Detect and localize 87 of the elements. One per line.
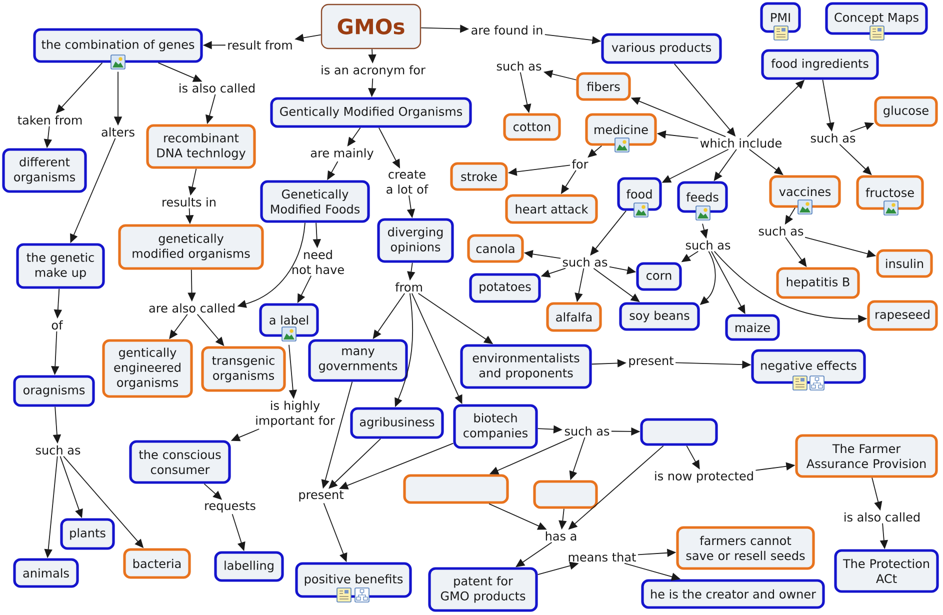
linking-phrase: is now protected	[652, 470, 756, 484]
concept-box: gentically engineered organisms	[102, 339, 193, 398]
concept-box: food ingredients	[761, 49, 879, 80]
concept-box: animals	[13, 558, 79, 588]
linking-phrase: such as	[560, 256, 610, 268]
linking-phrase: taken from	[16, 114, 84, 126]
concept-box: glucose	[874, 96, 938, 127]
concept-box: canola	[467, 234, 524, 263]
concept-box: maize	[725, 314, 780, 341]
arrow	[516, 542, 552, 568]
concept-box: oragnisms	[13, 375, 95, 407]
concept-box: agribusiness	[350, 407, 444, 439]
linking-phrase: is highly important for	[251, 399, 339, 429]
linking-phrase: such as	[494, 60, 544, 72]
concept-box: fructose	[856, 175, 924, 210]
concept-box: transgenic organisms	[201, 346, 286, 392]
linking-phrase: such as	[34, 444, 82, 456]
concept-box: Concept Maps	[825, 2, 928, 35]
linking-phrase: are also called	[147, 302, 237, 314]
concept-box: alfalfa	[546, 302, 602, 332]
linking-phrase: which include	[698, 136, 784, 150]
linking-phrase: has a	[543, 530, 579, 542]
concept-box: insulin	[876, 249, 933, 278]
concept-box: vaccines	[769, 175, 841, 208]
linking-phrase: from	[394, 280, 424, 294]
concept-box: patent for GMO products	[428, 567, 538, 612]
concept-box: he is the creator and owner	[641, 579, 825, 609]
linking-phrase: such as	[562, 424, 612, 438]
concept-box: hepatitis B	[776, 267, 860, 299]
concept-box: many governments	[308, 339, 408, 382]
concept-box: GMOs	[320, 4, 422, 50]
linking-phrase: alters	[100, 126, 136, 138]
concept-box: diverging opinions	[377, 218, 454, 263]
concept-box: The Protection ACt	[834, 549, 939, 593]
concept-box: recombinant DNA technlogy	[146, 124, 256, 169]
concept-box: positive benefits	[295, 562, 412, 598]
concept-box: negative effects	[751, 349, 866, 384]
linking-phrase: is an acronym for	[319, 64, 427, 78]
concept-box: potatoes	[469, 273, 541, 303]
concept-box: food	[617, 177, 662, 211]
linking-phrase: such as	[756, 224, 806, 238]
linking-phrase: present	[296, 489, 346, 503]
concept-box: feeds	[677, 181, 728, 213]
concept-box: PMI	[760, 2, 801, 33]
concept-box: Genetically Modified Foods	[260, 180, 370, 223]
concept-box: genetically modified organisms	[118, 224, 264, 270]
concept-box: rapeseed	[867, 300, 938, 331]
concept-box: various products	[601, 33, 722, 64]
concept-box: the conscious consumer	[129, 440, 231, 484]
concept-box: farmers cannot save or resell seeds	[676, 526, 815, 570]
linking-phrase: requests	[202, 500, 258, 514]
concept-box: corn	[636, 262, 682, 291]
concept-box: different organisms	[2, 148, 87, 193]
concept-box: plants	[60, 518, 115, 550]
linking-phrase: result from	[226, 38, 294, 52]
concept-box: labelling	[214, 551, 284, 582]
concept-box: the genetic make up	[16, 243, 105, 289]
concept-box: medicine	[585, 113, 657, 146]
linking-phrase: are found in	[469, 24, 545, 36]
linking-phrase: of	[50, 318, 64, 332]
concept-box	[533, 480, 598, 509]
concept-box: The Farmer Assurance Provision	[795, 434, 938, 478]
linking-phrase: need not have	[286, 248, 350, 276]
linking-phrase: create a lot of	[383, 168, 431, 196]
concept-box: environmentalists and proponents	[460, 344, 592, 389]
concept-box: cotton	[503, 113, 561, 141]
arrow	[347, 127, 361, 146]
concept-box: biotech companies	[453, 404, 538, 449]
concept-box: heart attack	[505, 194, 598, 224]
concept-box: Gentically Modified Organisms	[270, 97, 472, 128]
concept-box: bacteria	[123, 548, 191, 579]
concept-box: the combination of genes	[33, 28, 203, 63]
concept-box	[403, 474, 509, 504]
linking-phrase: such as	[684, 238, 732, 252]
linking-phrase: such as	[808, 132, 858, 144]
concept-box	[640, 418, 718, 446]
linking-phrase: results in	[160, 196, 218, 208]
linking-phrase: are mainly	[308, 146, 376, 162]
linking-phrase: means that	[566, 550, 638, 564]
linking-phrase: present	[626, 355, 676, 369]
linking-phrase: for	[570, 158, 590, 170]
concept-box: soy beans	[619, 302, 700, 331]
concept-box: stroke	[450, 162, 508, 191]
linking-phrase: is also called	[842, 510, 922, 524]
linking-phrase: is also called	[176, 82, 258, 94]
concept-box: fibers	[576, 72, 631, 101]
concept-box: a label	[259, 303, 319, 337]
